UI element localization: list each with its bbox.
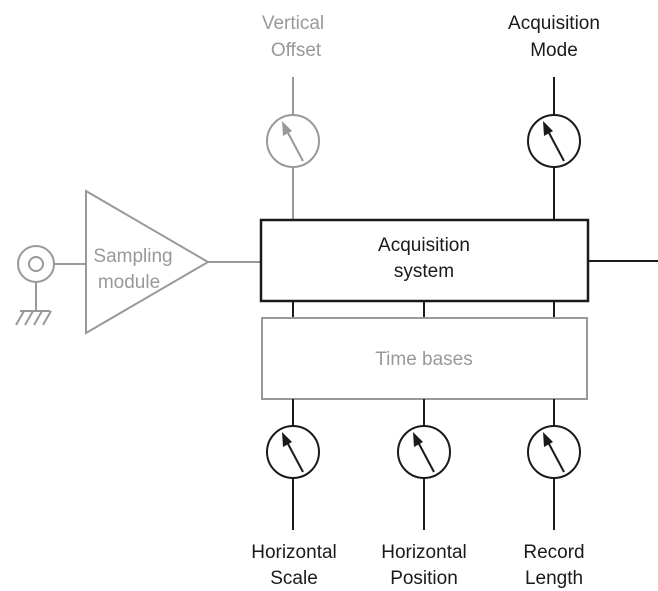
vertical-offset-label-line1: Vertical	[262, 13, 324, 34]
connector-outer-ring	[17, 245, 55, 283]
sampling-module-label-line2: module	[98, 272, 160, 293]
record-length-knob-needle	[547, 441, 565, 473]
horizontal-scale-knob	[266, 425, 320, 479]
horizontal-position-label-line2: Position	[390, 568, 458, 589]
horizontal-position-label-line1: Horizontal	[381, 542, 467, 563]
vertical-offset-knob-arrowhead	[282, 121, 292, 136]
connector-inner-ring	[28, 256, 44, 272]
sampling-module-triangle	[85, 189, 210, 335]
record-length-label-line2: Length	[525, 568, 583, 589]
acquisition-system-box	[259, 218, 590, 303]
acquisition-system-label-line1: Acquisition	[378, 235, 470, 256]
acquisition-mode-knob-needle	[547, 130, 565, 162]
sampling-module-label-line1: Sampling	[93, 246, 172, 267]
acquisition-mode-knob	[527, 114, 581, 168]
acquisition-system-label-line2: system	[394, 261, 454, 282]
horizontal-scale-label-line2: Scale	[270, 568, 318, 589]
acquisition-mode-knob-arrowhead	[543, 121, 553, 136]
horizontal-position-knob-needle	[417, 441, 435, 473]
acquisition-mode-label-line2: Mode	[530, 40, 578, 61]
horizontal-position-knob	[397, 425, 451, 479]
vertical-offset-label-line2: Offset	[271, 40, 322, 61]
time-bases-box	[261, 317, 588, 400]
horizontal-scale-knob-arrowhead	[282, 432, 292, 447]
record-length-label-line1: Record	[523, 542, 584, 563]
ground-icon	[15, 310, 52, 326]
time-bases-label: Time bases	[375, 349, 473, 370]
horizontal-scale-knob-needle	[286, 441, 304, 473]
vertical-offset-knob-needle	[286, 130, 304, 162]
acquisition-mode-label-line1: Acquisition	[508, 13, 600, 34]
horizontal-scale-label-line1: Horizontal	[251, 542, 337, 563]
record-length-knob-arrowhead	[543, 432, 553, 447]
system-to-timebase-connectors	[292, 301, 555, 318]
vertical-offset-knob	[266, 114, 320, 168]
record-length-knob	[527, 425, 581, 479]
input-connector	[17, 245, 85, 311]
horizontal-position-knob-arrowhead	[413, 432, 423, 447]
